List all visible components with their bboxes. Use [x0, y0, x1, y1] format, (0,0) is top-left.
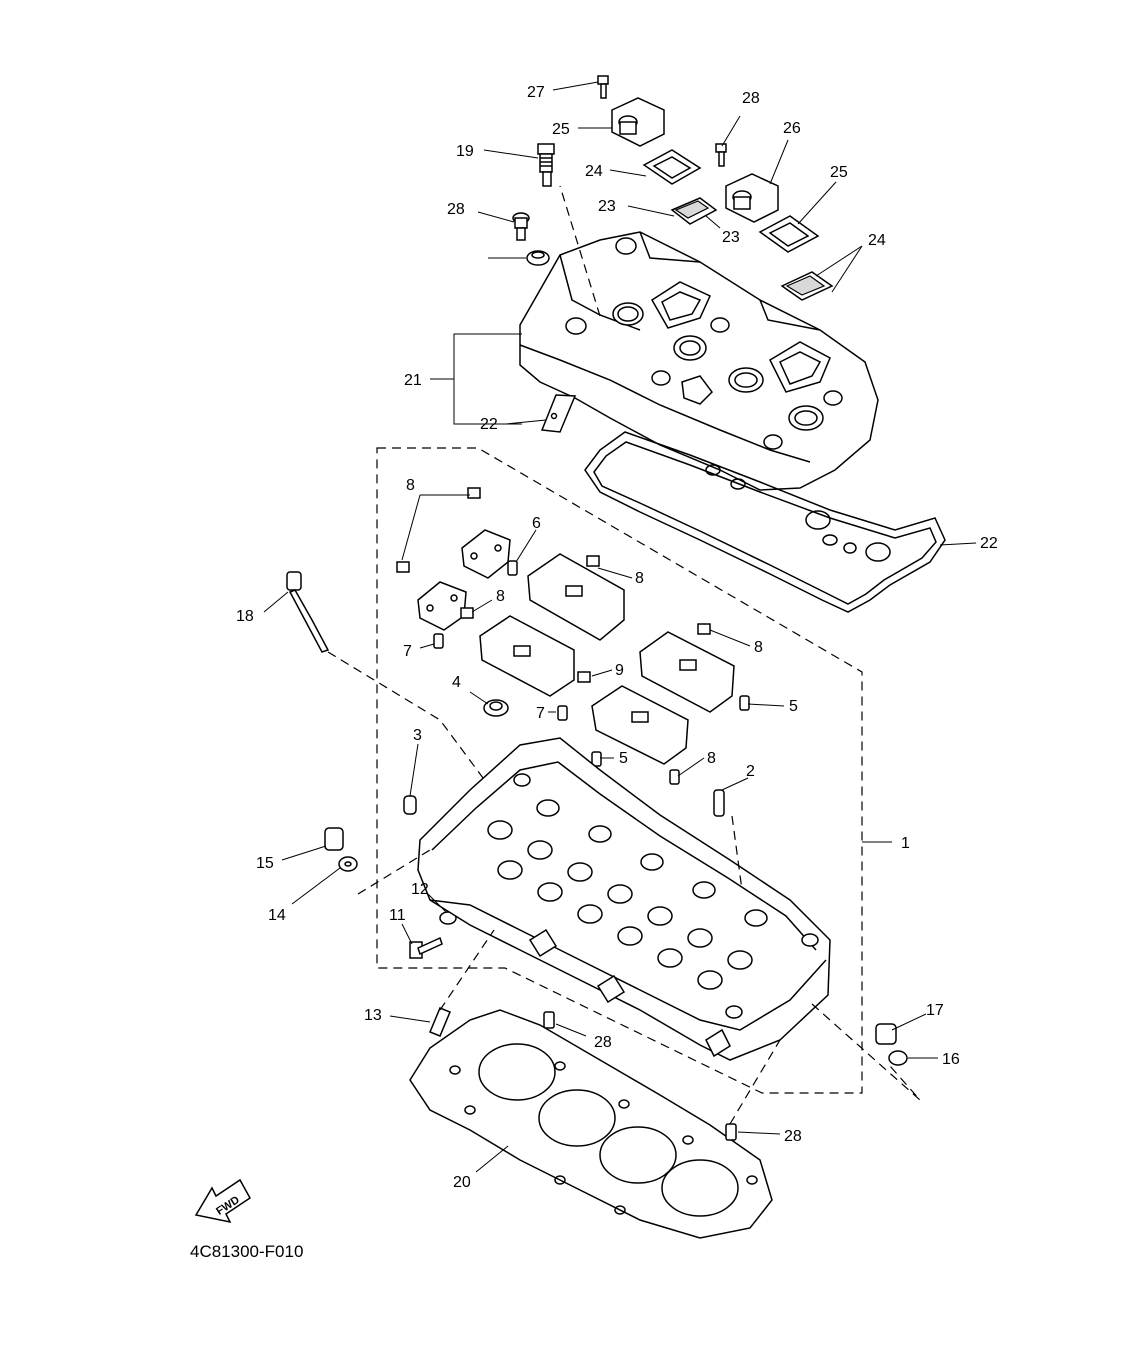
callout-17: 19: [456, 143, 474, 160]
leader-lines: [263, 81, 977, 1173]
spark-plug: [537, 143, 555, 187]
callout-22: 23: [722, 229, 740, 246]
fwd-arrow-icon: FWD: [194, 1178, 251, 1224]
callout-8: 8: [754, 639, 763, 656]
cover-bolt: [512, 212, 530, 241]
ignition-coil-right: [725, 173, 779, 223]
camshaft-cap-1: [461, 529, 511, 579]
callout-8: 9: [615, 662, 624, 679]
bolt-washer-front: [409, 911, 457, 959]
callout-13: 15: [256, 855, 274, 872]
callout-6: 6: [532, 515, 541, 532]
callout-8: 8: [406, 477, 415, 494]
coil-bolt-left: [597, 75, 609, 99]
valve-cover: [519, 231, 879, 491]
callout-23: 25: [830, 164, 848, 181]
callout-25: 27: [527, 84, 545, 101]
callout-9: 11: [389, 907, 406, 924]
callout-19: 21: [404, 372, 422, 389]
camshaft-cap-6: [591, 685, 689, 765]
callout-6: 7: [403, 643, 412, 660]
callout-7: 8: [707, 750, 716, 767]
cylinder-head-bolt: [286, 571, 330, 653]
diagram-code: 4C81300-F010: [190, 1242, 303, 1261]
callouts: 27 25 28 26 19 24 25 28 23 23 24 21 22 2…: [236, 84, 998, 1191]
nut-washer-right: [875, 1023, 908, 1066]
callout-23: 24: [585, 163, 603, 180]
reed-valve-right: [780, 271, 834, 301]
callout-18: 20: [453, 1174, 471, 1191]
camshaft-cap-2: [417, 581, 467, 631]
callout-10: 12: [411, 881, 429, 898]
camshaft-cap-4: [479, 615, 575, 697]
reed-plate-left: [642, 149, 702, 185]
callout-16: 18: [236, 608, 254, 625]
callout-8: 8: [496, 588, 505, 605]
valve-cover-gasket: [584, 431, 946, 613]
callout-4: 4: [452, 674, 461, 691]
callout-26: 28: [447, 201, 465, 218]
bracket: [540, 394, 577, 433]
callout-28: 28: [594, 1034, 612, 1051]
callout-5: 5: [619, 750, 628, 767]
reed-valve-left: [670, 197, 718, 225]
camshaft-cap-5: [639, 631, 735, 713]
coil-bolt-right: [715, 143, 727, 167]
plug: [483, 699, 509, 717]
assembly-boundary: [376, 447, 863, 1094]
callout-22: 24: [868, 232, 886, 249]
camshaft-cap-3: [527, 553, 625, 641]
exhaust-stud: [429, 1007, 451, 1037]
callout-20: 22: [480, 416, 498, 433]
callout-24: 25: [552, 121, 570, 138]
callout-12: 14: [268, 907, 286, 924]
callout-2: 2: [746, 763, 755, 780]
callout-28: 28: [784, 1128, 802, 1145]
callout-21: 22: [980, 535, 998, 552]
callout-24: 26: [783, 120, 801, 137]
nut-washer-left: [324, 827, 358, 872]
grommet: [526, 250, 550, 266]
callout-7: 7: [536, 705, 545, 722]
callout-3: 3: [413, 727, 422, 744]
cylinder-head-gasket: [409, 1009, 773, 1239]
callout-25: 28: [742, 90, 760, 107]
cap-bolts: [396, 487, 711, 683]
callout-14: 16: [942, 1051, 960, 1068]
callout-22: 23: [598, 198, 616, 215]
callout-15: 17: [926, 1002, 944, 1019]
callout-11: 13: [364, 1007, 382, 1024]
callout-8: 8: [635, 570, 644, 587]
callout-1: 1: [901, 835, 910, 852]
reed-plate-right: [758, 215, 820, 253]
cylinder-head: [417, 737, 831, 1061]
gasket-dowels: [543, 1011, 737, 1141]
callout-5: 5: [789, 698, 798, 715]
dowel-pins: [433, 560, 750, 785]
ignition-coil-left: [611, 97, 665, 147]
